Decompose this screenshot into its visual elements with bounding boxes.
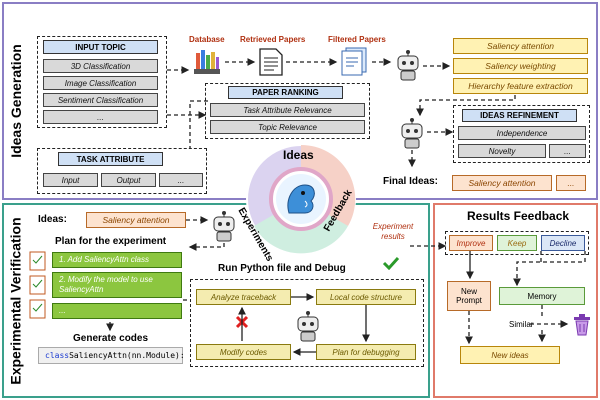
attribute-item: Input	[43, 173, 98, 187]
debug-group	[190, 279, 424, 367]
final-idea: ...	[556, 175, 586, 191]
attribute-item: ...	[159, 173, 203, 187]
generated-idea: Hierarchy feature extraction	[453, 78, 588, 94]
refinement-item: ...	[549, 144, 586, 158]
generated-idea: Saliency weighting	[453, 58, 588, 74]
database-icon	[192, 47, 222, 77]
generate-codes-label: Generate codes	[73, 333, 149, 344]
ideas-refinement-group	[453, 105, 590, 163]
logo-ideas-text: Ideas	[283, 148, 314, 162]
final-idea: Saliency attention	[452, 175, 552, 191]
keep-box: Keep	[497, 235, 537, 251]
success-check-icon	[382, 256, 400, 271]
input-topic-title: INPUT TOPIC	[43, 40, 158, 54]
code-snippet: class SaliencyAttn(nn.Module):	[38, 347, 185, 364]
task-attribute-title: TASK ATTRIBUTE	[58, 152, 163, 166]
paper-ranking-title: PAPER RANKING	[228, 86, 343, 99]
results-feedback-title: Results Feedback	[467, 209, 570, 223]
decline-box: Decline	[541, 235, 585, 251]
retrieved-papers-label: Retrieved Papers	[240, 35, 306, 44]
refinement-item: Independence	[458, 126, 586, 140]
topic-item: Image Classification	[43, 76, 158, 90]
refinement-item: Novelty	[458, 144, 546, 158]
ranking-item: Task Attribute Relevance	[210, 103, 365, 117]
ideas-refinement-title: IDEAS REFINEMENT	[462, 109, 577, 122]
experimental-verification-panel	[2, 203, 430, 398]
code-text: SaliencyAttn(nn.Module):	[69, 351, 185, 360]
center-logo	[245, 143, 357, 255]
plan-step: 2. Modify the model to use SaliencyAttn	[52, 272, 182, 298]
debug-step: Local code structure	[316, 289, 416, 305]
robot-icon	[293, 311, 323, 343]
debug-step: Analyze traceback	[196, 289, 291, 305]
debug-step: Plan for debugging	[316, 344, 416, 360]
similar-label: Similar	[509, 320, 534, 329]
ideas-label: Ideas:	[38, 214, 67, 225]
input-topic-group	[37, 36, 167, 128]
retrieved-papers-icon	[258, 48, 284, 76]
topic-item: 3D Classification	[43, 59, 158, 73]
plan-step: 1. Add SaliencyAttn class	[52, 252, 182, 268]
robot-icon	[397, 118, 427, 150]
ranking-item: Topic Relevance	[210, 120, 365, 134]
filtered-papers-label: Filtered Papers	[328, 35, 386, 44]
debug-step: Modify codes	[196, 344, 291, 360]
memory-box: Memory	[499, 287, 585, 305]
final-ideas-label: Final Ideas:	[383, 176, 439, 187]
plan-step: ...	[52, 303, 182, 319]
topic-item: Sentiment Classification	[43, 93, 158, 107]
improve-box: Improve	[449, 235, 493, 251]
plan-title: Plan for the experiment	[55, 236, 167, 247]
debug-title: Run Python file and Debug	[218, 263, 346, 274]
task-attribute-group	[37, 148, 207, 194]
topic-item: ...	[43, 110, 158, 124]
database-label: Database	[189, 35, 225, 44]
robot-icon	[209, 211, 239, 243]
experiment-idea: Saliency attention	[86, 212, 186, 228]
experiment-results-label: Experiment results	[372, 222, 414, 241]
robot-icon	[393, 50, 423, 82]
code-keyword: class	[45, 351, 70, 360]
filtered-papers-icon	[340, 46, 370, 76]
new-ideas-box: New ideas	[460, 346, 560, 364]
trash-icon	[572, 314, 592, 336]
checklist-icon	[28, 250, 48, 322]
results-feedback-panel	[433, 203, 598, 398]
attribute-item: Output	[101, 173, 156, 187]
generated-idea: Saliency attention	[453, 38, 588, 54]
paper-ranking-group	[205, 83, 370, 139]
new-prompt-box: New Prompt	[447, 281, 491, 311]
